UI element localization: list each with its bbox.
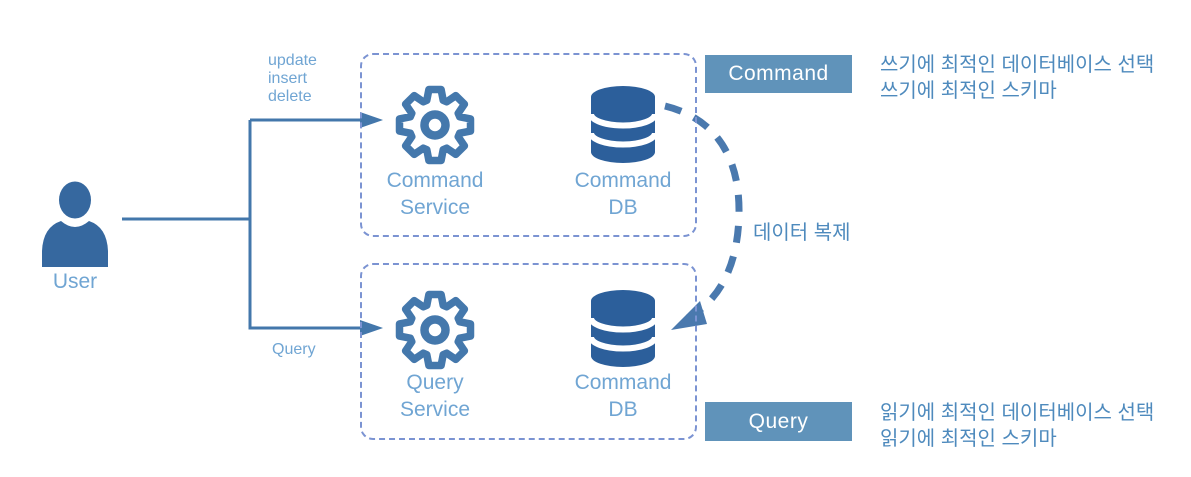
command-group-box [360,53,697,237]
query-badge: Query [705,402,852,441]
command-db-icon [588,86,658,163]
query-side-db-icon [588,290,658,367]
replication-arrow-icon [664,102,743,330]
query-service-gear-icon [395,290,475,370]
command-badge: Command [705,55,852,93]
command-flow-label: update insert delete [268,52,317,106]
user-icon [42,181,108,267]
replication-label: 데이터 복제 [753,222,851,244]
query-arrowhead-icon [360,320,383,336]
query-service-label: Query Service [399,371,471,421]
query-side-db-label: Command DB [574,371,672,421]
query-note: 읽기에 최적인 데이터베이스 선택 읽기에 최적인 스키마 [880,402,1155,450]
command-service-gear-icon [395,85,475,165]
connector-lines [122,118,364,330]
command-note: 쓰기에 최적인 데이터베이스 선택 쓰기에 최적인 스키마 [880,54,1155,102]
flow-label-line: delete [268,88,312,105]
command-arrowhead-icon [360,112,383,128]
command-db-label: Command DB [574,169,672,219]
query-flow-label: Query [272,341,316,358]
flow-label-line: update [268,52,317,69]
flow-label-line: insert [268,70,308,87]
user-label: User [52,270,98,293]
query-group-box [360,263,697,440]
command-service-label: Command Service [386,169,484,219]
